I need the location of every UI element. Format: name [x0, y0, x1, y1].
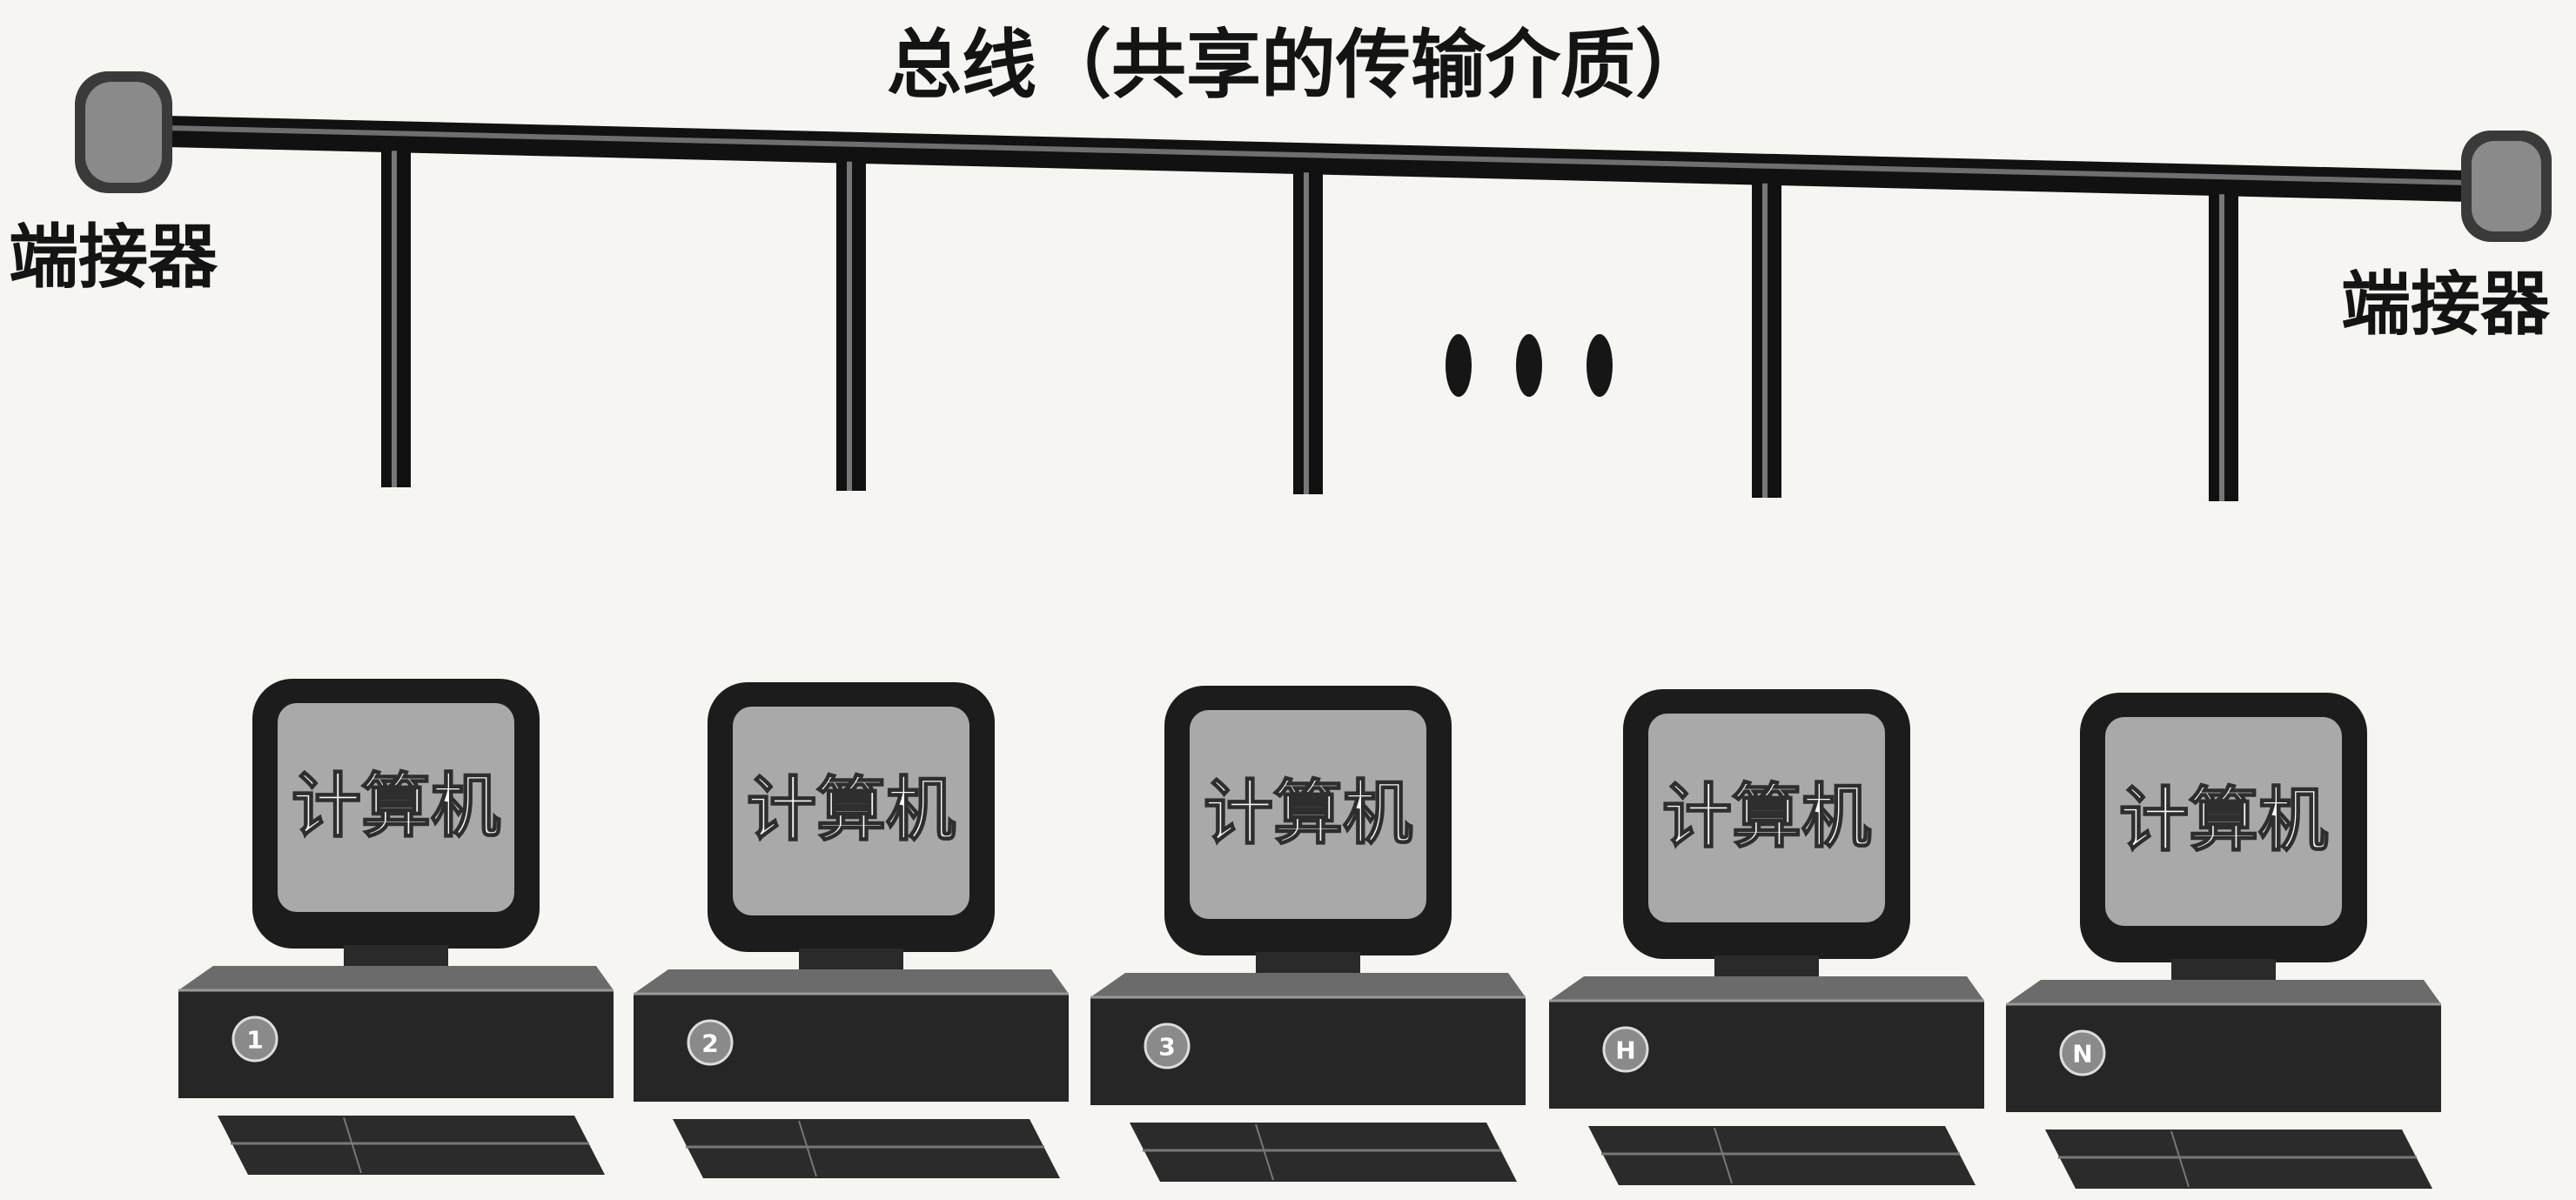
bus-title: 总线（共享的传输介质）: [887, 22, 1710, 109]
system-unit-top: [2006, 980, 2441, 1004]
drop-cable-highlight: [847, 161, 852, 491]
keyboard-divider: [798, 1120, 817, 1177]
number-badge: [687, 1019, 734, 1066]
keyboard: [218, 1116, 605, 1175]
monitor-screen: [278, 703, 514, 912]
number-badge: [1144, 1022, 1191, 1069]
computer-5: 计算机 N: [2006, 194, 2441, 1189]
computer-1: 计算机 1: [178, 151, 614, 1175]
system-unit-top: [178, 966, 614, 990]
keyboard: [2045, 1130, 2432, 1189]
keyboard-divider: [343, 1116, 362, 1174]
number-badge: [2059, 1029, 2106, 1076]
terminator-right: [2461, 131, 2552, 242]
screen-label: 计算机: [1204, 773, 1412, 854]
screen-label: 计算机: [747, 769, 956, 850]
keyboard-divider: [1255, 1123, 1274, 1181]
number-badge-label: 2: [701, 1029, 718, 1058]
computers: 计算机 1 计算机 2 计算机 3 计算机 H 计算机 N: [178, 151, 2441, 1189]
system-unit-top: [1090, 973, 1526, 997]
screen-label: 计算机: [1662, 776, 1871, 857]
computer-4: 计算机 H: [1549, 183, 1984, 1185]
computer-3: 计算机 3: [1090, 172, 1526, 1182]
monitor-screen: [733, 707, 969, 915]
system-unit-top: [1549, 976, 1984, 1001]
keyboard: [1130, 1123, 1517, 1182]
drop-cable-highlight: [1762, 183, 1768, 498]
terminator-right-label: 端接器: [2341, 264, 2550, 345]
monitor-screen: [2105, 717, 2342, 926]
terminator-left-label: 端接器: [9, 217, 218, 298]
monitor-neck: [799, 949, 903, 971]
monitor-neck: [344, 945, 448, 968]
monitor-neck: [1256, 952, 1360, 975]
number-badge-label: H: [1615, 1036, 1635, 1065]
keyboard-divider: [1714, 1127, 1733, 1184]
monitor-screen: [1190, 710, 1426, 919]
monitor-neck: [1714, 955, 1819, 978]
drop-cable-highlight: [392, 151, 397, 487]
monitor-screen: [1648, 714, 1885, 922]
number-badge-label: N: [2072, 1040, 2092, 1069]
system-unit-top: [634, 969, 1069, 994]
monitor-neck: [2171, 959, 2276, 982]
number-badge-label: 1: [246, 1026, 263, 1055]
number-badge: [1602, 1026, 1649, 1073]
keyboard: [673, 1119, 1060, 1178]
number-badge-label: 3: [1158, 1033, 1175, 1062]
ellipsis: [1446, 334, 1613, 397]
drop-cable-highlight: [2219, 194, 2224, 501]
terminator-left: [75, 71, 172, 193]
drop-cable-highlight: [1304, 172, 1309, 494]
keyboard-divider: [2170, 1130, 2190, 1188]
computer-2: 计算机 2: [634, 161, 1069, 1178]
keyboard: [1588, 1126, 1976, 1185]
screen-label: 计算机: [292, 766, 500, 847]
bus-cable: [131, 115, 2470, 202]
screen-label: 计算机: [2119, 780, 2328, 861]
number-badge: [231, 1016, 278, 1063]
